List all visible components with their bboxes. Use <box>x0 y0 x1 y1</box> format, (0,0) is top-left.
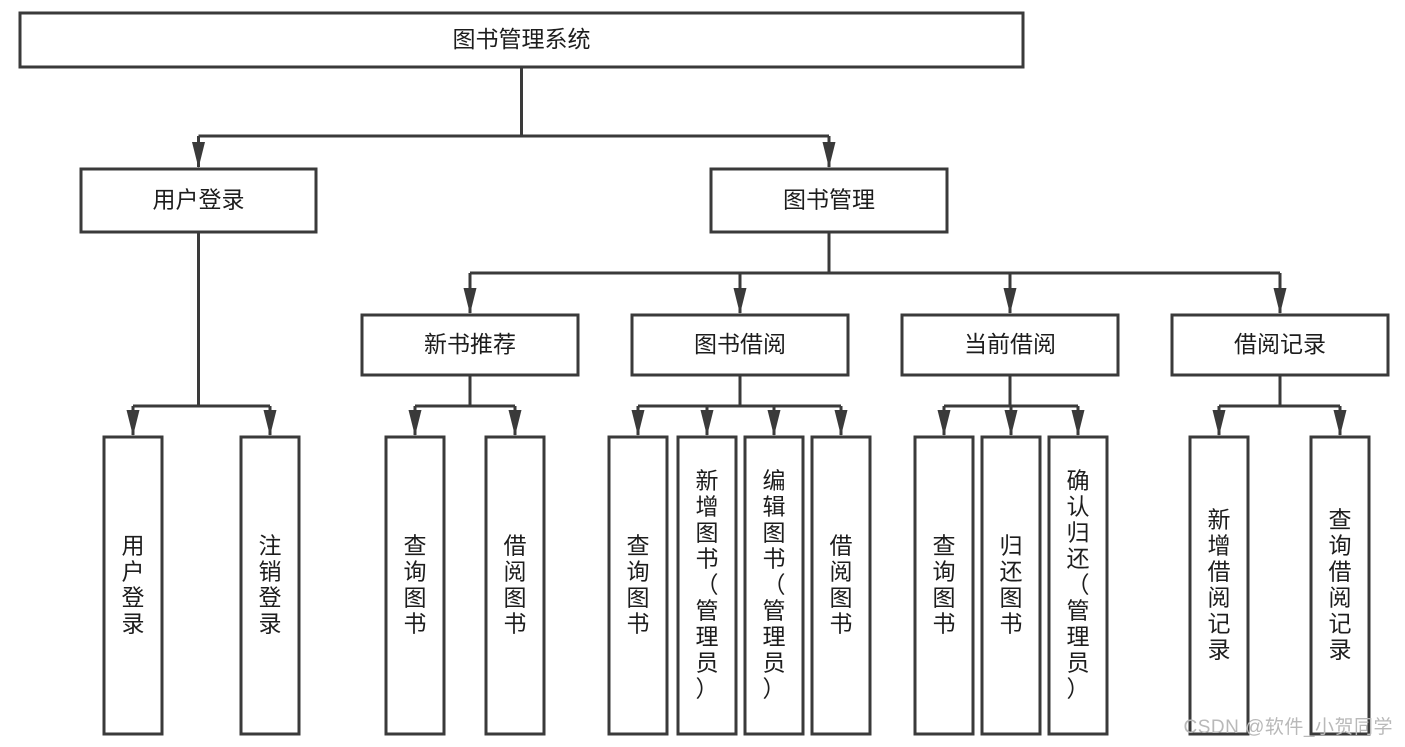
arrow-head-icon <box>1003 288 1017 314</box>
arrow-head-icon <box>834 410 848 436</box>
node-box[interactable] <box>239 435 301 736</box>
node-label: 查询图书 <box>627 533 650 637</box>
arrow-head-icon <box>126 410 140 436</box>
node-label: 当前借阅 <box>964 331 1056 357</box>
node-leaf-用户登录-0[interactable]: 用户登录 <box>102 435 164 736</box>
node-leaf-确认归还管理员-10[interactable]: 确认归还（管理员） <box>1047 435 1109 736</box>
arrow-head-icon <box>408 410 422 436</box>
node-leaf-注销登录-1[interactable]: 注销登录 <box>239 435 301 736</box>
arrow-head-icon <box>1212 410 1226 436</box>
node-box[interactable] <box>810 435 872 736</box>
arrow-head-icon <box>1333 410 1347 436</box>
node-label: 查询借阅记录 <box>1329 507 1352 663</box>
node-root-图书管理系统[interactable]: 图书管理系统 <box>18 11 1025 69</box>
node-l2-图书管理[interactable]: 图书管理 <box>709 167 949 234</box>
node-label: 归还图书 <box>1000 533 1023 637</box>
node-label: 用户登录 <box>153 187 245 213</box>
node-box[interactable] <box>980 435 1042 736</box>
arrow-head-icon <box>822 142 836 168</box>
node-box[interactable] <box>1309 435 1371 736</box>
node-box[interactable] <box>709 167 949 234</box>
node-label: 借阅记录 <box>1234 331 1326 357</box>
node-label: 查询图书 <box>933 533 956 637</box>
node-box[interactable] <box>384 435 446 736</box>
node-label: 新增图书（管理员） <box>696 468 719 702</box>
node-box[interactable] <box>102 435 164 736</box>
node-l3-借阅记录[interactable]: 借阅记录 <box>1170 313 1390 377</box>
node-box[interactable] <box>18 11 1025 69</box>
node-leaf-借阅图书-3[interactable]: 借阅图书 <box>484 435 546 736</box>
node-label: 注销登录 <box>259 533 282 637</box>
node-leaf-查询图书-4[interactable]: 查询图书 <box>607 435 669 736</box>
node-leaf-新增借阅记录-11[interactable]: 新增借阅记录 <box>1188 435 1250 736</box>
arrow-head-icon <box>263 410 277 436</box>
connector-layer <box>126 67 1347 436</box>
node-label: 图书借阅 <box>694 331 786 357</box>
arrow-head-icon <box>1273 288 1287 314</box>
node-l2-用户登录[interactable]: 用户登录 <box>79 167 318 234</box>
node-box[interactable] <box>360 313 580 377</box>
node-leaf-新增图书管理员-5[interactable]: 新增图书（管理员） <box>676 435 738 736</box>
node-leaf-查询图书-8[interactable]: 查询图书 <box>913 435 975 736</box>
node-leaf-查询借阅记录-12[interactable]: 查询借阅记录 <box>1309 435 1371 736</box>
node-label: 新增借阅记录 <box>1208 507 1231 663</box>
node-l3-图书借阅[interactable]: 图书借阅 <box>630 313 850 377</box>
node-l3-当前借阅[interactable]: 当前借阅 <box>900 313 1120 377</box>
arrow-head-icon <box>733 288 747 314</box>
node-box[interactable] <box>900 313 1120 377</box>
node-box[interactable] <box>630 313 850 377</box>
node-leaf-借阅图书-7[interactable]: 借阅图书 <box>810 435 872 736</box>
arrow-head-icon <box>631 410 645 436</box>
node-box[interactable] <box>913 435 975 736</box>
node-box[interactable] <box>743 435 805 736</box>
node-label: 编辑图书（管理员） <box>763 468 786 702</box>
node-box[interactable] <box>1047 435 1109 736</box>
node-leaf-查询图书-2[interactable]: 查询图书 <box>384 435 446 736</box>
node-label: 查询图书 <box>404 533 427 637</box>
node-box[interactable] <box>484 435 546 736</box>
node-leaf-归还图书-9[interactable]: 归还图书 <box>980 435 1042 736</box>
node-label: 新书推荐 <box>424 331 516 357</box>
node-label: 图书管理系统 <box>453 26 591 52</box>
node-layer: 图书管理系统用户登录图书管理新书推荐图书借阅当前借阅借阅记录用户登录注销登录查询… <box>18 11 1390 736</box>
arrow-head-icon <box>463 288 477 314</box>
node-label: 用户登录 <box>122 533 145 637</box>
arrow-head-icon <box>1071 410 1085 436</box>
arrow-head-icon <box>192 142 205 168</box>
arrow-head-icon <box>700 410 714 436</box>
node-l3-新书推荐[interactable]: 新书推荐 <box>360 313 580 377</box>
node-box[interactable] <box>1188 435 1250 736</box>
node-leaf-编辑图书管理员-6[interactable]: 编辑图书（管理员） <box>743 435 805 736</box>
arrow-head-icon <box>767 410 781 436</box>
arrow-head-icon <box>937 410 951 436</box>
arrow-head-icon <box>508 410 522 436</box>
node-label: 确认归还（管理员） <box>1067 468 1090 702</box>
node-box[interactable] <box>676 435 738 736</box>
node-box[interactable] <box>79 167 318 234</box>
node-box[interactable] <box>1170 313 1390 377</box>
node-label: 借阅图书 <box>830 533 853 637</box>
arrow-head-icon <box>1004 410 1018 436</box>
node-label: 图书管理 <box>783 187 875 213</box>
node-box[interactable] <box>607 435 669 736</box>
node-label: 借阅图书 <box>504 533 527 637</box>
